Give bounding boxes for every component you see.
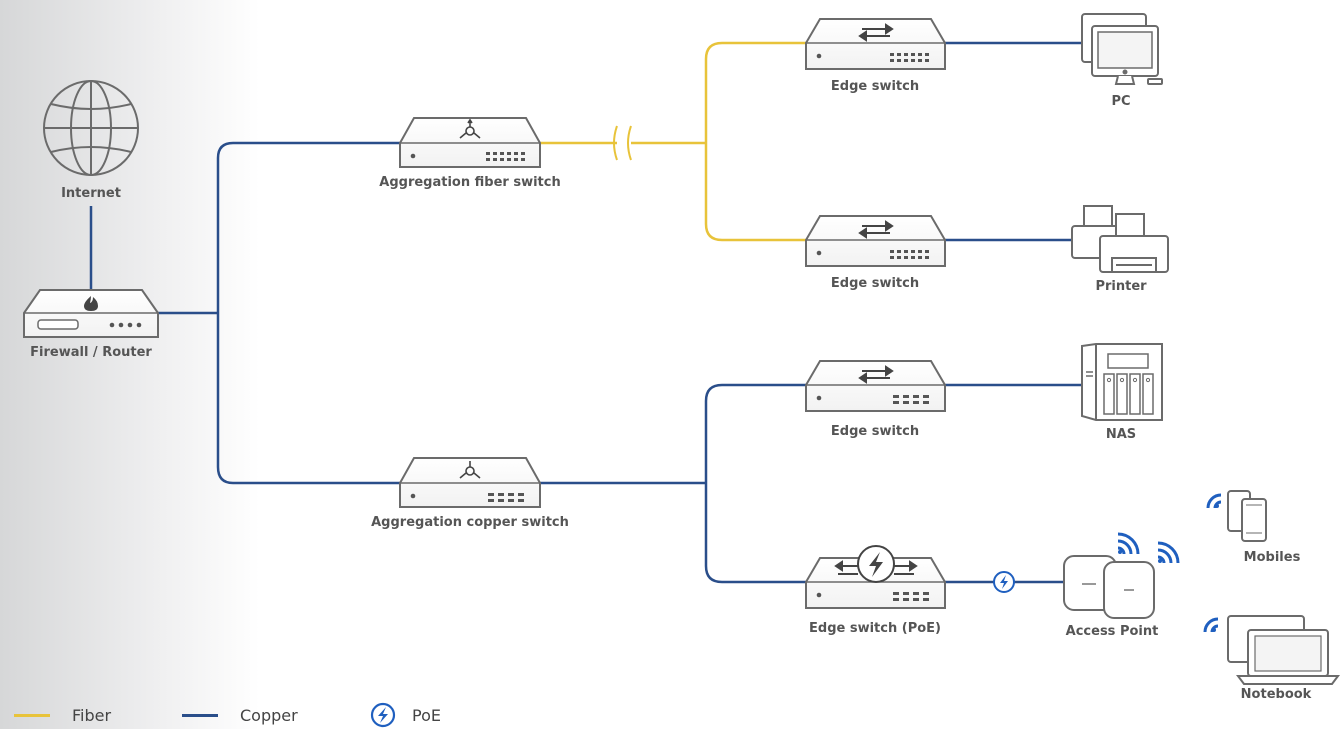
switch-arrows-icon (858, 365, 894, 384)
legend-fiber: Fiber (14, 702, 111, 728)
wifi-signal-icon (1203, 617, 1219, 633)
label-edge-switch-3: Edge switch (830, 424, 920, 439)
fiber-links (540, 41, 806, 242)
access-point-icon (1063, 532, 1180, 619)
edge-switch-1-icon (805, 18, 946, 70)
label-access-point: Access Point (1065, 624, 1159, 639)
switch-arrows-icon (834, 560, 918, 575)
label-notebook: Notebook (1240, 687, 1312, 702)
nas-icon (1081, 343, 1163, 421)
switch-arrows-icon (858, 220, 894, 239)
fiber-link-bus-edge2 (704, 143, 806, 242)
label-firewall-router: Firewall / Router (30, 345, 152, 360)
label-pc: PC (1111, 94, 1131, 109)
fiber-link-bus-edge1 (704, 41, 806, 143)
pc-icon (1081, 13, 1163, 85)
flame-icon (84, 296, 98, 311)
label-aggregation-copper-switch: Aggregation copper switch (371, 515, 569, 530)
printer-icon (1071, 205, 1169, 273)
label-edge-switch-poe: Edge switch (PoE) (809, 621, 941, 636)
aggregation-fiber-switch-icon (399, 117, 541, 168)
copper-link-trunk-agg-copper (216, 313, 400, 485)
edge-switch-2-icon (805, 215, 946, 267)
label-edge-switch-2: Edge switch (830, 276, 920, 291)
copper-links (89, 41, 1082, 584)
poe-legend-icon (370, 702, 396, 728)
edge-switch-3-icon (805, 360, 946, 412)
notebook-icon (1203, 615, 1340, 685)
label-aggregation-fiber-switch: Aggregation fiber switch (379, 175, 561, 190)
poe-link-icon (993, 571, 1015, 593)
legend-poe: PoE (370, 702, 441, 728)
mobiles-icon (1206, 490, 1267, 542)
legend-copper: Copper (182, 702, 298, 728)
fiber-break-icon (613, 125, 632, 161)
switch-arrows-icon (858, 23, 894, 42)
aggregation-symbol-icon (459, 118, 481, 139)
edge-switch-poe-icon (805, 545, 946, 609)
label-printer: Printer (1095, 279, 1147, 294)
label-nas: NAS (1105, 427, 1137, 442)
wifi-signal-icon (1117, 532, 1180, 564)
lightning-icon (857, 545, 895, 583)
wifi-signal-icon (1206, 493, 1222, 509)
label-internet: Internet (61, 186, 121, 201)
label-mobiles: Mobiles (1243, 550, 1301, 565)
legend-fiber-label: Fiber (72, 705, 112, 725)
aggregation-copper-switch-icon (399, 457, 541, 508)
copper-swatch (182, 713, 218, 717)
firewall-router-icon (23, 289, 159, 338)
label-edge-switch-1: Edge switch (830, 79, 920, 94)
copper-link-trunk-agg-fiber (216, 141, 400, 313)
aggregation-symbol-icon (459, 461, 481, 479)
legend-poe-label: PoE (412, 705, 441, 725)
globe-icon (43, 80, 139, 176)
copper-link-bus-edge3 (704, 383, 806, 483)
copper-link-bus-edge-poe (704, 483, 806, 584)
fiber-swatch (14, 713, 50, 717)
legend-copper-label: Copper (240, 705, 298, 725)
